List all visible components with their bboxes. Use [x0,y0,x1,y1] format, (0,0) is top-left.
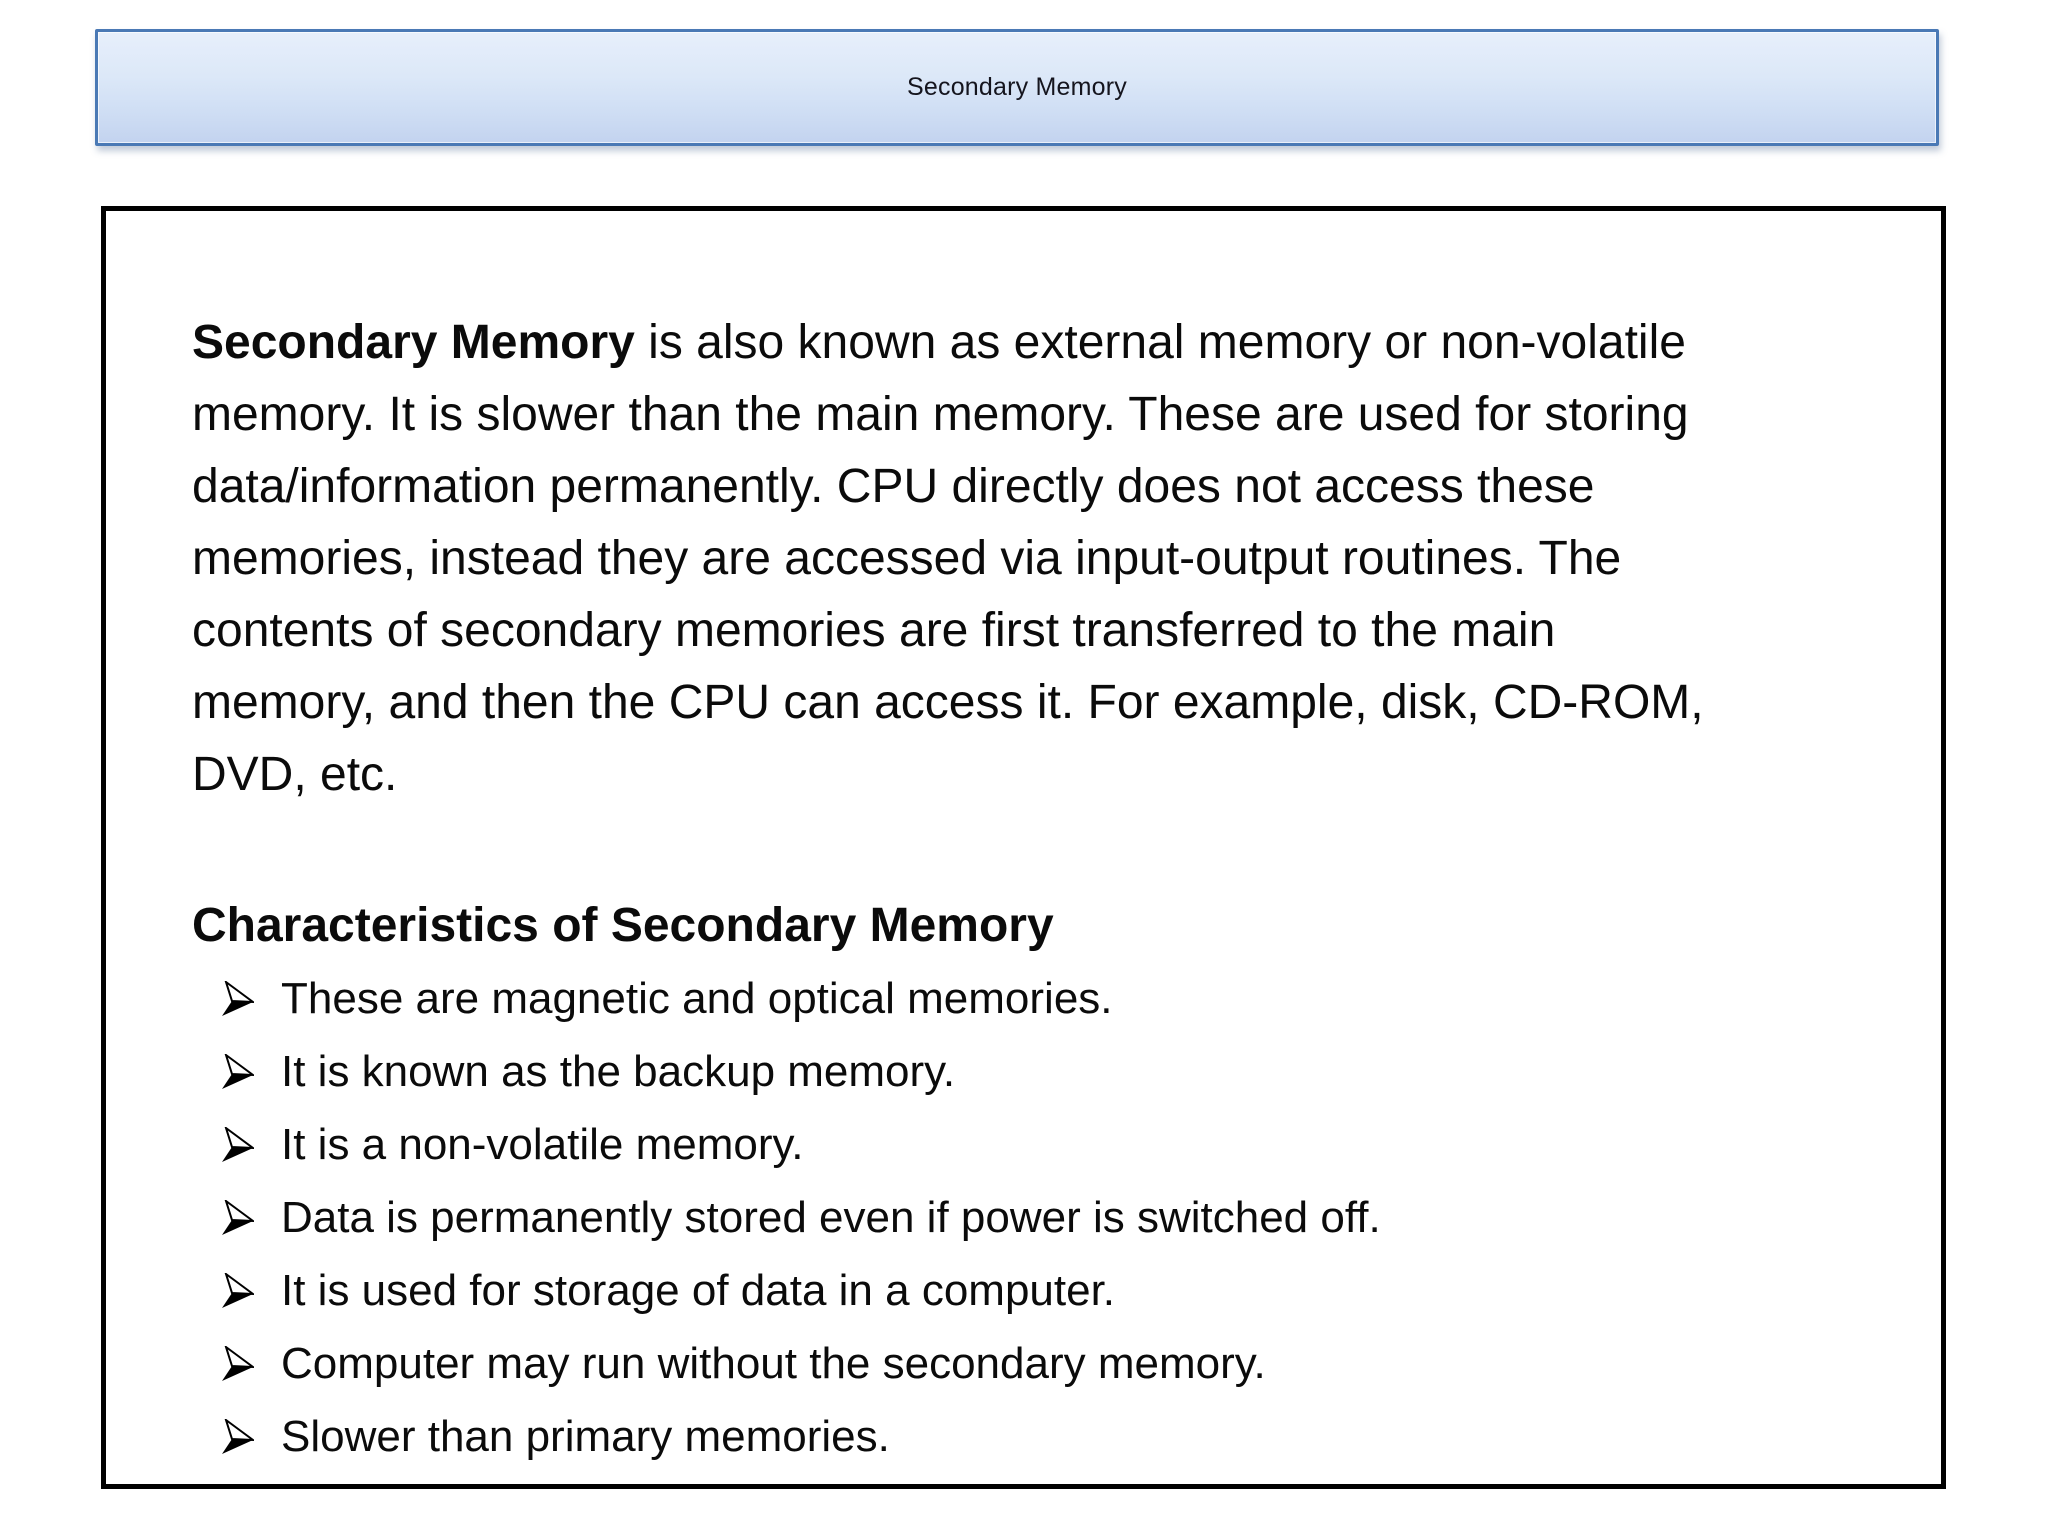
paragraph-line: DVD, etc. [192,748,398,801]
arrow-bullet-icon [222,1272,254,1308]
list-item: These are magnetic and optical memories. [221,962,1913,1035]
list-item-text: It is known as the backup memory. [281,1046,956,1096]
list-item: It is known as the backup memory. [221,1035,1913,1108]
arrow-bullet-icon [222,980,254,1016]
characteristics-heading: Characteristics of Secondary Memory [192,899,1054,952]
list-item-text: It is a non-volatile memory. [281,1119,804,1169]
list-item-text: Data is permanently stored even if power… [281,1192,1381,1242]
list-item-text: These are magnetic and optical memories. [281,973,1113,1023]
paragraph-line: memories, instead they are accessed via … [192,532,1622,585]
paragraph-line: contents of secondary memories are first… [192,604,1556,657]
paragraph-line: memory, and then the CPU can access it. … [192,676,1704,729]
list-item-text: Slower than primary memories. [281,1411,890,1461]
list-item-text: It is used for storage of data in a comp… [281,1265,1116,1315]
paragraph-line: memory. It is slower than the main memor… [192,388,1689,441]
list-item: It is a non-volatile memory. [221,1108,1913,1181]
arrow-bullet-icon [222,1053,254,1089]
list-item-text: Computer may run without the secondary m… [281,1338,1266,1388]
list-item: Slower than primary memories. [221,1400,1913,1473]
list-item: Data is permanently stored even if power… [221,1181,1913,1254]
list-item: Computer may run without the secondary m… [221,1327,1913,1400]
characteristics-list: These are magnetic and optical memories.… [192,962,1913,1473]
paragraph-line: data/information permanently. CPU direct… [192,460,1595,513]
intro-paragraph: Secondary Memory is also known as extern… [192,307,1913,811]
slide-title: Secondary Memory [907,73,1127,101]
paragraph-bold-lead: Secondary Memory [192,316,635,369]
arrow-bullet-icon [222,1126,254,1162]
paragraph-line: Secondary Memory is also known as extern… [192,307,1913,379]
paragraph-line-text: is also known as external memory or non-… [634,316,1686,369]
list-item: It is used for storage of data in a comp… [221,1254,1913,1327]
content-panel: Secondary Memory is also known as extern… [101,206,1946,1489]
arrow-bullet-icon [222,1418,254,1454]
arrow-bullet-icon [222,1199,254,1235]
arrow-bullet-icon [222,1345,254,1381]
title-bar: Secondary Memory [95,29,1939,146]
